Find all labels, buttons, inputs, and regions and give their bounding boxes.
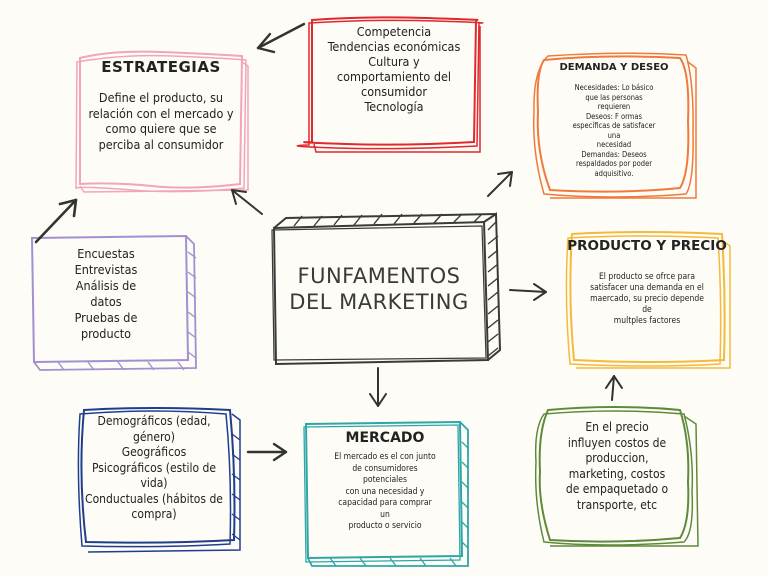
segmentacion-body: Demográficos (edad, género) Geográficos …: [85, 414, 223, 521]
arrow-factores-to-estrategias: [256, 22, 306, 54]
estrategias-body: Define el producto, su relación con el m…: [88, 90, 234, 152]
producto-body: El producto se ofrce para satisfacer una…: [590, 272, 704, 326]
costos-box: En el precio influyen costos de producci…: [534, 402, 700, 548]
demanda-body: Necesidades: Lo básico que las personas …: [572, 83, 656, 178]
estrategias-title: ESTRATEGIAS: [101, 58, 221, 76]
investigacion-box: Encuestas Entrevistas Análisis de datos …: [28, 232, 198, 372]
costos-body: En el precio influyen costos de producci…: [565, 420, 669, 512]
factores-box: Competencia Tendencias económicas Cultur…: [296, 14, 484, 154]
center-title: FUNFAMENTOS DEL MARKETING: [289, 264, 469, 314]
factores-body: Competencia Tendencias económicas Cultur…: [327, 24, 461, 114]
demanda-title: DEMANDA Y DESEO: [559, 62, 669, 73]
mercado-title: MERCADO: [345, 430, 425, 446]
mercado-box: MERCADO El mercado es el con junto de co…: [300, 418, 470, 568]
arrow-center-to-producto: [509, 283, 547, 301]
arrow-segmentacion-to-mercado: [246, 442, 288, 462]
arrow-center-to-demanda: [487, 171, 513, 197]
producto-box: PRODUCTO Y PRECIO El producto se ofrce p…: [562, 228, 732, 370]
arrow-center-to-mercado: [369, 367, 387, 407]
arrow-costos-to-producto: [605, 375, 623, 401]
estrategias-box: ESTRATEGIAS Define el producto, su relac…: [72, 44, 250, 194]
investigacion-body: Encuestas Entrevistas Análisis de datos …: [74, 246, 138, 341]
demanda-box: DEMANDA Y DESEO Necesidades: Lo básico q…: [530, 52, 698, 200]
producto-title: PRODUCTO Y PRECIO: [567, 238, 727, 254]
mercado-body: El mercado es el con junto de consumidor…: [334, 452, 436, 531]
segmentacion-box: Demográficos (edad, género) Geográficos …: [74, 404, 244, 554]
center-box: FUNFAMENTOS DEL MARKETING: [270, 210, 502, 368]
